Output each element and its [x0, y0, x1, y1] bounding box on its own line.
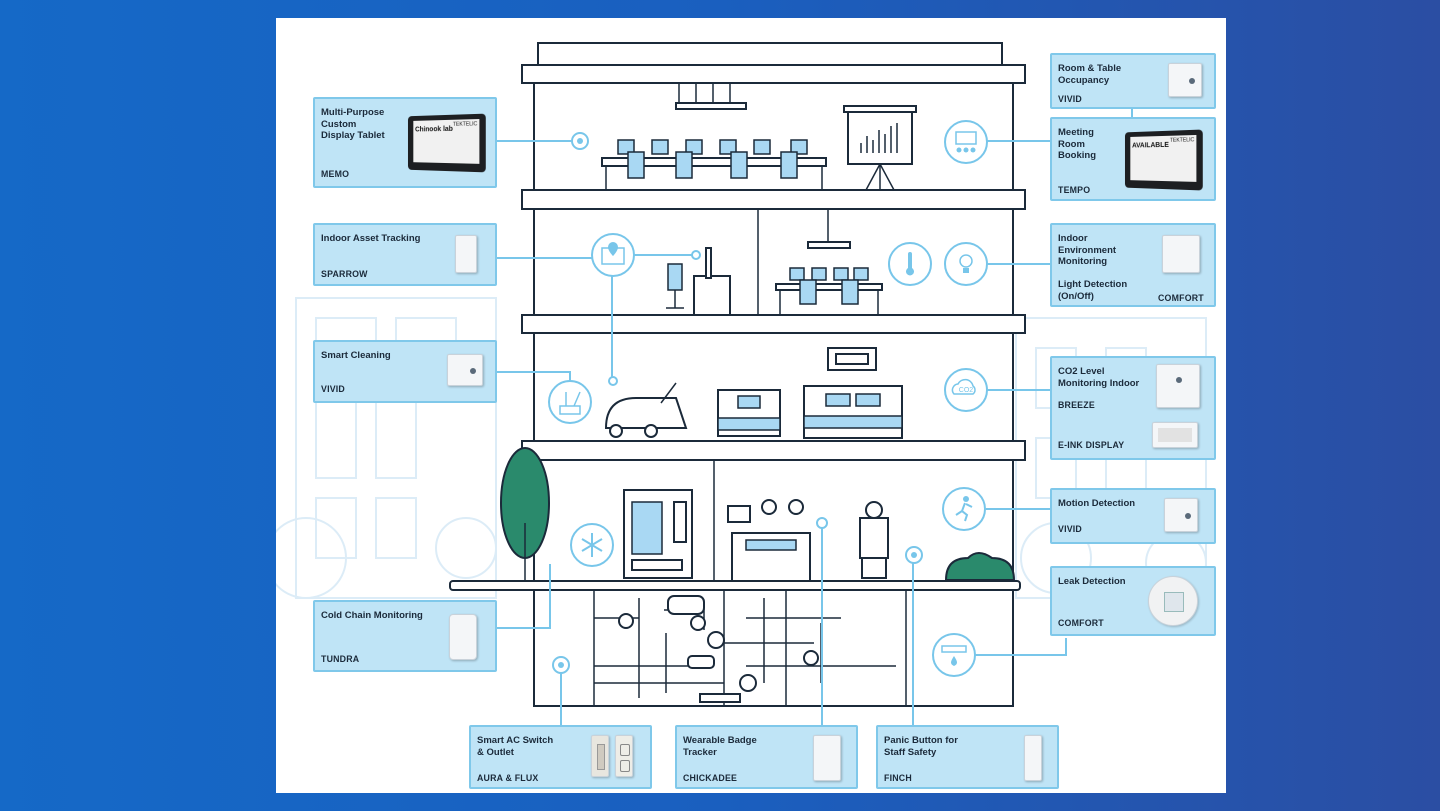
light-bulb-icon	[944, 242, 988, 286]
connector-lines	[497, 108, 1133, 725]
occupancy-title: Room & Table Occupancy	[1058, 63, 1122, 86]
panic-button-device	[1024, 735, 1042, 781]
memo-screen-brand: TEKTELIC	[452, 121, 478, 128]
comfort-env-title: Indoor Environment Monitoring	[1058, 233, 1117, 267]
outlet-device	[615, 735, 633, 777]
leak-name: COMFORT	[1058, 618, 1104, 628]
aura-flux-title: Smart AC Switch & Outlet	[477, 735, 554, 758]
dot-markers	[552, 132, 923, 674]
sparrow-tag-device	[455, 235, 477, 273]
aura-flux-name: AURA & FLUX	[477, 773, 539, 783]
chickadee-name: CHICKADEE	[683, 773, 738, 783]
cleaning-icon	[548, 380, 592, 424]
finch-name: FINCH	[884, 773, 912, 783]
smart-cleaning-title: Smart Cleaning	[321, 350, 391, 361]
light-detection-title: Light Detection (On/Off)	[1058, 279, 1128, 302]
motion-title: Motion Detection	[1058, 498, 1136, 509]
hotel-rooms	[604, 347, 903, 439]
water-leak-icon	[932, 633, 976, 677]
breeze-title: CO2 Level Monitoring Indoor	[1058, 366, 1140, 389]
ac-switch-device	[591, 735, 609, 777]
smart-cleaning-name: VIVID	[321, 384, 345, 394]
breeze-sensor-device	[1156, 364, 1200, 408]
co2-icon-label: CO2	[959, 387, 974, 394]
aura-flux-card[interactable]: Smart AC Switch & Outlet AURA & FLUX	[469, 725, 652, 789]
memo-title: Multi-Purpose Custom Display Tablet	[321, 107, 385, 141]
motion-running-icon	[942, 487, 986, 531]
tempo-name: TEMPO	[1058, 185, 1091, 195]
co2-cloud-icon: CO2	[944, 368, 988, 412]
occupancy-card[interactable]: Room & Table Occupancy VIVID	[1050, 53, 1216, 109]
chickadee-card[interactable]: Wearable Badge Tracker CHICKADEE	[675, 725, 858, 789]
tundra-title: Cold Chain Monitoring	[321, 610, 423, 621]
occupancy-sensor-device	[1168, 63, 1202, 97]
tempo-title: Meeting Room Booking	[1058, 127, 1096, 161]
snowflake-icon	[570, 523, 614, 567]
eink-display-device	[1152, 422, 1198, 448]
basement-pipes	[593, 590, 907, 706]
building-illustration: .k{stroke:#1b2a3a;stroke-width:2;fill:#f…	[276, 42, 1207, 725]
building	[449, 42, 1026, 707]
conference-room	[601, 83, 917, 191]
building-diagram: .k{stroke:#1b2a3a;stroke-width:2;fill:#f…	[276, 18, 1226, 793]
chickadee-title: Wearable Badge Tracker	[683, 735, 757, 758]
leak-sensor-device	[1148, 576, 1198, 626]
comfort-env-card[interactable]: Indoor Environment Monitoring Light Dete…	[1050, 223, 1216, 307]
tundra-device	[449, 614, 477, 660]
motion-name: VIVID	[1058, 524, 1082, 534]
meeting-room-icon	[944, 120, 988, 164]
tundra-card[interactable]: Cold Chain Monitoring TUNDRA	[313, 600, 497, 672]
tundra-name: TUNDRA	[321, 654, 360, 664]
motion-sensor-device	[1164, 498, 1198, 532]
lobby	[500, 447, 1016, 582]
sparrow-card[interactable]: Indoor Asset Tracking SPARROW	[313, 223, 497, 286]
tempo-screen-brand: TEKTELIC	[1169, 137, 1195, 144]
memo-name: MEMO	[321, 169, 350, 179]
occupancy-name: VIVID	[1058, 94, 1082, 104]
thermometer-icon	[888, 242, 932, 286]
leak-title: Leak Detection	[1058, 576, 1126, 587]
comfort-env-name: COMFORT	[1158, 293, 1204, 303]
smart-cleaning-card[interactable]: Smart Cleaning VIVID	[313, 340, 497, 403]
sparrow-name: SPARROW	[321, 269, 368, 279]
finch-card[interactable]: Panic Button for Staff Safety FINCH	[876, 725, 1059, 789]
leak-card[interactable]: Leak Detection COMFORT	[1050, 566, 1216, 636]
breeze-name: BREEZE	[1058, 400, 1095, 410]
vivid-sensor-device	[447, 354, 483, 386]
memo-card[interactable]: Multi-Purpose Custom Display Tablet MEMO…	[313, 97, 497, 188]
location-map-icon	[591, 233, 635, 277]
comfort-sensor-device	[1162, 235, 1200, 273]
motion-card[interactable]: Motion Detection VIVID	[1050, 488, 1216, 544]
finch-title: Panic Button for Staff Safety	[884, 735, 958, 758]
eink-display-label: E-INK DISPLAY	[1058, 440, 1125, 450]
breeze-card[interactable]: CO2 Level Monitoring Indoor BREEZE E-INK…	[1050, 356, 1216, 460]
sparrow-title: Indoor Asset Tracking	[321, 233, 421, 244]
badge-tracker-device	[813, 735, 841, 781]
office-floor	[666, 209, 883, 316]
